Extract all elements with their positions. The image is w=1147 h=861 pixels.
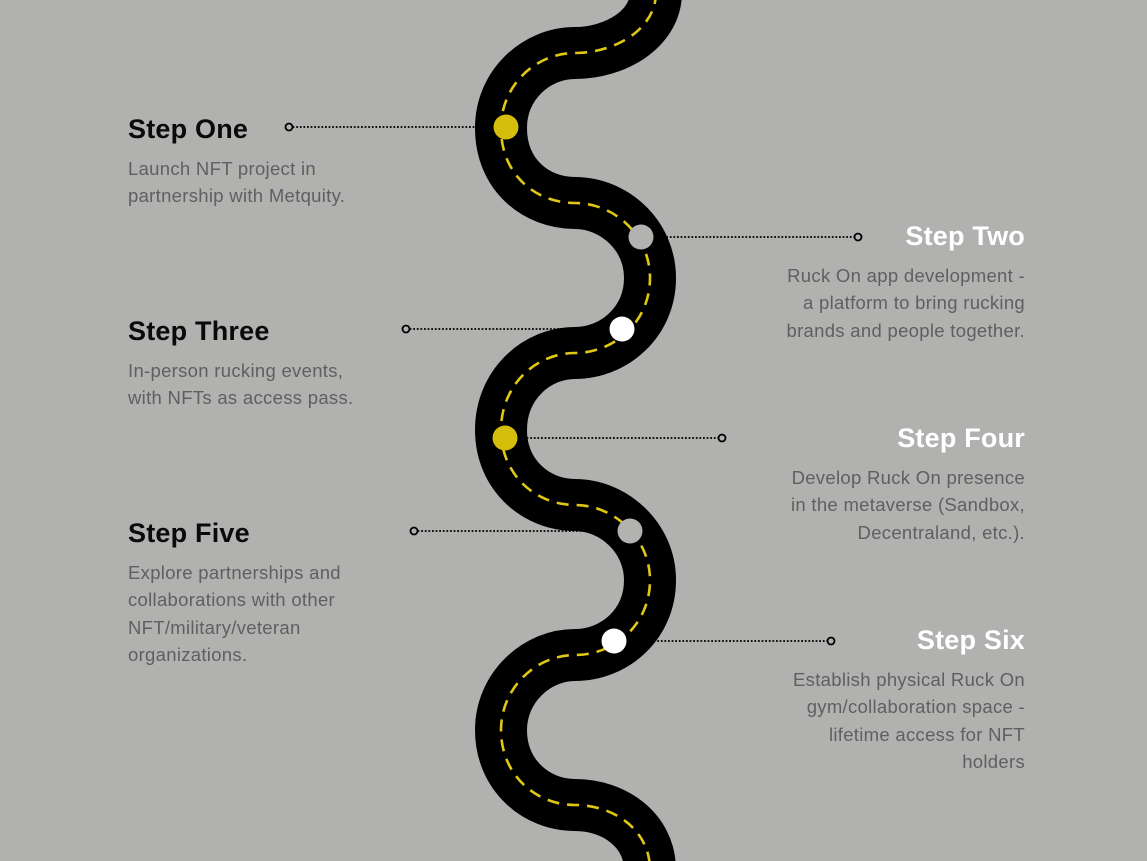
step-four: Step Four Develop Ruck On presence in th… [775, 422, 1025, 546]
step-five-description: Explore partnerships and collaborations … [128, 562, 341, 666]
connectors [284, 122, 863, 646]
step-two: Step Two Ruck On app development - a pla… [775, 220, 1025, 344]
step-three-description: In-person rucking events, with NFTs as a… [128, 360, 354, 409]
step-five-title: Step Five [128, 518, 250, 548]
marker-step-three [609, 316, 635, 342]
marker-step-four [492, 425, 518, 451]
connector-end-step-two [853, 232, 863, 242]
step-six-title: Step Six [916, 625, 1025, 655]
step-three: Step Three In-person rucking events, wit… [128, 315, 378, 412]
step-two-description: Ruck On app development - a platform to … [786, 265, 1025, 341]
step-one-description: Launch NFT project in partnership with M… [128, 158, 346, 207]
step-four-description: Develop Ruck On presence in the metavers… [790, 467, 1025, 543]
road-markers [492, 114, 654, 654]
connector-end-step-one [284, 122, 294, 132]
marker-step-one [493, 114, 519, 140]
connector-end-step-six [826, 636, 836, 646]
step-one: Step One Launch NFT project in partnersh… [128, 113, 378, 210]
step-three-title: Step Three [128, 316, 270, 346]
connector-end-step-three [401, 324, 411, 334]
connector-end-step-four [717, 433, 727, 443]
step-six-description: Establish physical Ruck On gym/collabora… [793, 669, 1025, 773]
marker-step-six [601, 628, 627, 654]
step-four-title: Step Four [897, 423, 1025, 453]
marker-step-two [628, 224, 654, 250]
step-two-title: Step Two [905, 221, 1025, 251]
road-asphalt [474, 0, 682, 861]
step-six: Step Six Establish physical Ruck On gym/… [775, 624, 1025, 776]
step-five: Step Five Explore partnerships and colla… [128, 517, 378, 669]
marker-step-five [617, 518, 643, 544]
connector-end-step-five [409, 526, 419, 536]
step-one-title: Step One [128, 114, 249, 144]
